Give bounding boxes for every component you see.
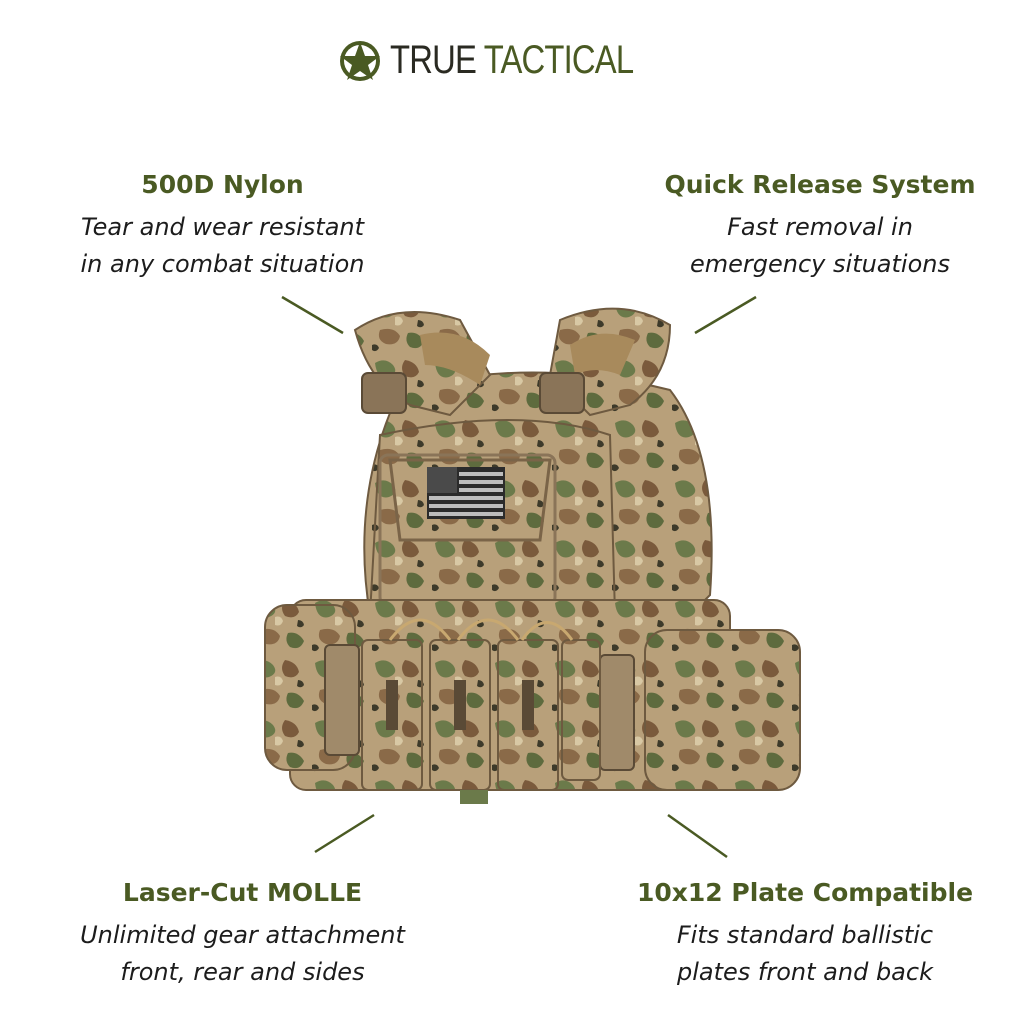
feature-desc-line2: emergency situations bbox=[690, 250, 950, 278]
feature-desc-line1: Tear and wear resistant bbox=[80, 213, 365, 241]
brand-name: TRUE TACTICAL bbox=[389, 38, 634, 83]
feature-molle: Laser-Cut MOLLE Unlimited gear attachmen… bbox=[50, 878, 435, 991]
feature-title: 10x12 Plate Compatible bbox=[636, 878, 974, 907]
feature-nylon: 500D Nylon Tear and wear resistant in an… bbox=[50, 170, 395, 283]
feature-desc-line2: plates front and back bbox=[677, 958, 933, 986]
feature-quick-release: Quick Release System Fast removal in eme… bbox=[640, 170, 1000, 283]
flag-patch-icon bbox=[427, 467, 505, 519]
feature-title: 500D Nylon bbox=[141, 170, 304, 199]
feature-plate-compatible: 10x12 Plate Compatible Fits standard bal… bbox=[625, 878, 985, 991]
callout-line-top-right bbox=[694, 295, 757, 335]
callout-line-bottom-right bbox=[667, 813, 728, 859]
plate-carrier-vest-image bbox=[264, 307, 801, 804]
callout-line-bottom-left bbox=[314, 813, 375, 854]
feature-desc-line2: front, rear and sides bbox=[120, 958, 365, 986]
feature-desc-line2: in any combat situation bbox=[80, 250, 365, 278]
feature-desc-line1: Fits standard ballistic bbox=[676, 921, 934, 949]
brand-name-part2: TACTICAL bbox=[483, 38, 633, 82]
feature-title: Quick Release System bbox=[664, 170, 976, 199]
feature-desc-line1: Fast removal in bbox=[727, 213, 913, 241]
callout-line-top-left bbox=[281, 295, 344, 335]
star-emblem-icon bbox=[339, 40, 380, 81]
brand-name-part1: TRUE bbox=[389, 38, 477, 82]
feature-desc-line1: Unlimited gear attachment bbox=[80, 921, 405, 949]
brand-logo: TRUE TACTICAL bbox=[0, 38, 1024, 83]
feature-title: Laser-Cut MOLLE bbox=[122, 878, 363, 907]
